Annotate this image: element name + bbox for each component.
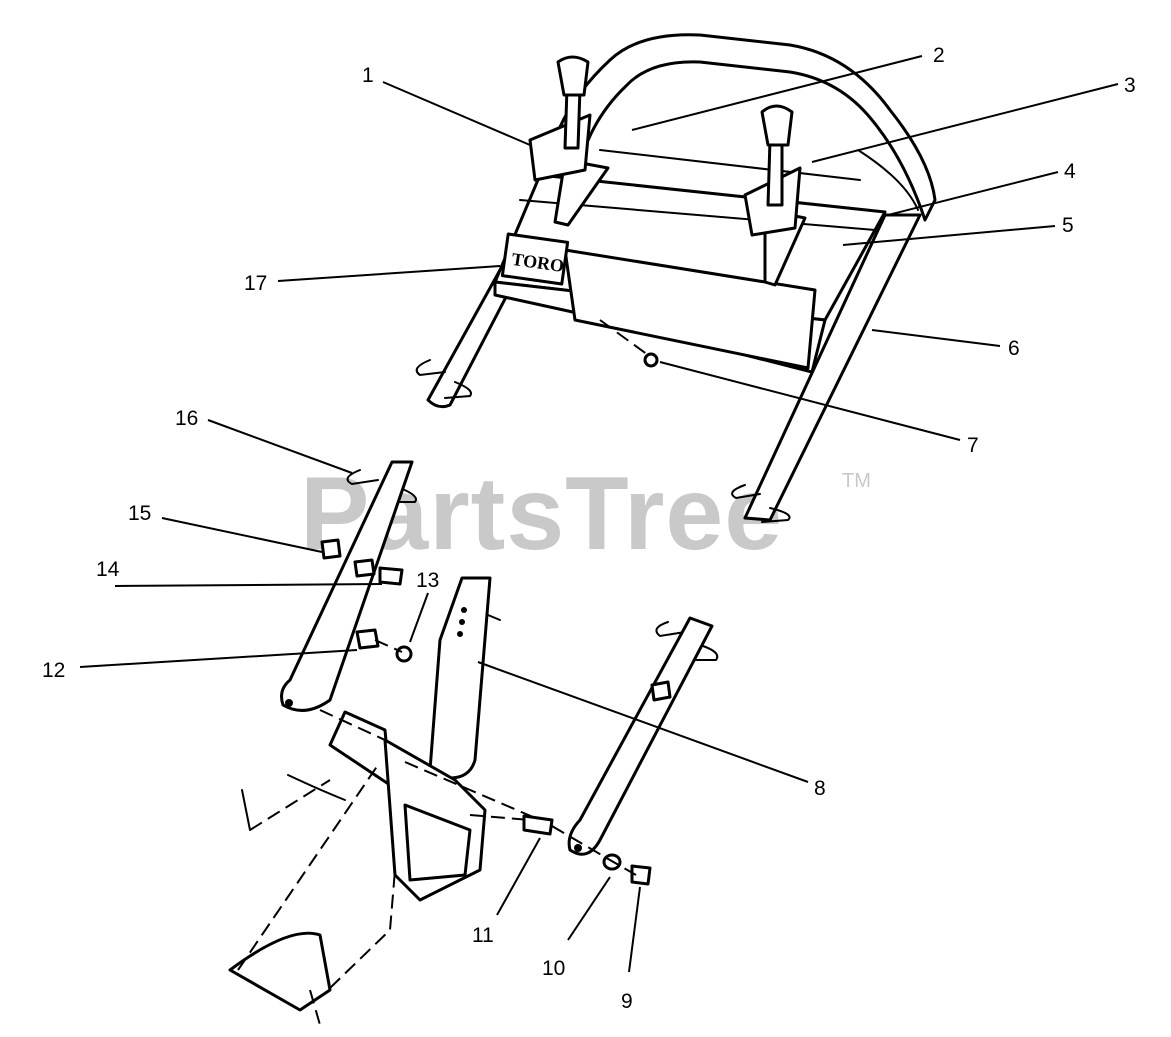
callout-14: 14	[96, 558, 120, 581]
leader-3	[811, 83, 1119, 163]
washer-part-13	[395, 645, 413, 663]
leader-2	[631, 55, 923, 131]
leader-14	[114, 583, 383, 587]
leader-16	[207, 419, 353, 474]
bolt-part-12	[355, 628, 380, 650]
leader-9	[628, 886, 641, 973]
lower-handle-right	[567, 616, 714, 856]
leader-17	[277, 265, 501, 282]
callout-5: 5	[1062, 214, 1074, 237]
leader-10	[567, 876, 611, 941]
leader-5	[842, 225, 1056, 246]
callout-12: 12	[42, 659, 65, 682]
leader-7	[659, 361, 961, 441]
toro-decal	[500, 232, 570, 286]
callout-15: 15	[128, 502, 151, 525]
hardware	[320, 538, 652, 886]
leader-15	[161, 517, 323, 553]
center-bracket	[428, 576, 501, 780]
callout-8: 8	[814, 777, 826, 800]
leader-11	[496, 837, 541, 916]
callout-16: 16	[175, 407, 198, 430]
callout-2: 2	[933, 44, 945, 67]
bolt-part-14	[378, 566, 404, 586]
leader-8	[477, 661, 809, 783]
callout-10: 10	[542, 957, 565, 980]
callout-9: 9	[621, 990, 633, 1013]
shift-lever-right	[743, 104, 802, 237]
screw-part-7	[599, 319, 659, 368]
callout-6: 6	[1008, 337, 1020, 360]
callout-17: 17	[244, 272, 267, 295]
callout-3: 3	[1124, 74, 1136, 97]
callout-4: 4	[1064, 160, 1076, 183]
nut-part-9	[630, 864, 652, 886]
callout-labels: 1 2 3 4 5 6 7 8 9 10 11 12 13 14 15 16 1…	[42, 44, 1136, 1013]
cable-clips	[346, 359, 791, 661]
callout-7: 7	[967, 434, 979, 457]
callout-11: 11	[472, 924, 494, 947]
mower-frame	[228, 709, 541, 1026]
lower-handle-left	[280, 460, 414, 712]
nut-part-15	[320, 538, 342, 560]
callout-1: 1	[362, 64, 374, 87]
leader-1	[382, 81, 531, 146]
upper-handle	[426, 33, 937, 522]
leader-12	[79, 649, 358, 668]
leader-6	[871, 329, 1001, 347]
leader-13	[409, 592, 429, 643]
shift-lever-left	[528, 55, 592, 182]
trademark-symbol: TM	[842, 470, 871, 492]
bolt-part-11	[522, 814, 554, 836]
leader-lines	[79, 55, 1119, 973]
leader-4	[887, 171, 1059, 216]
callout-13: 13	[416, 569, 439, 592]
